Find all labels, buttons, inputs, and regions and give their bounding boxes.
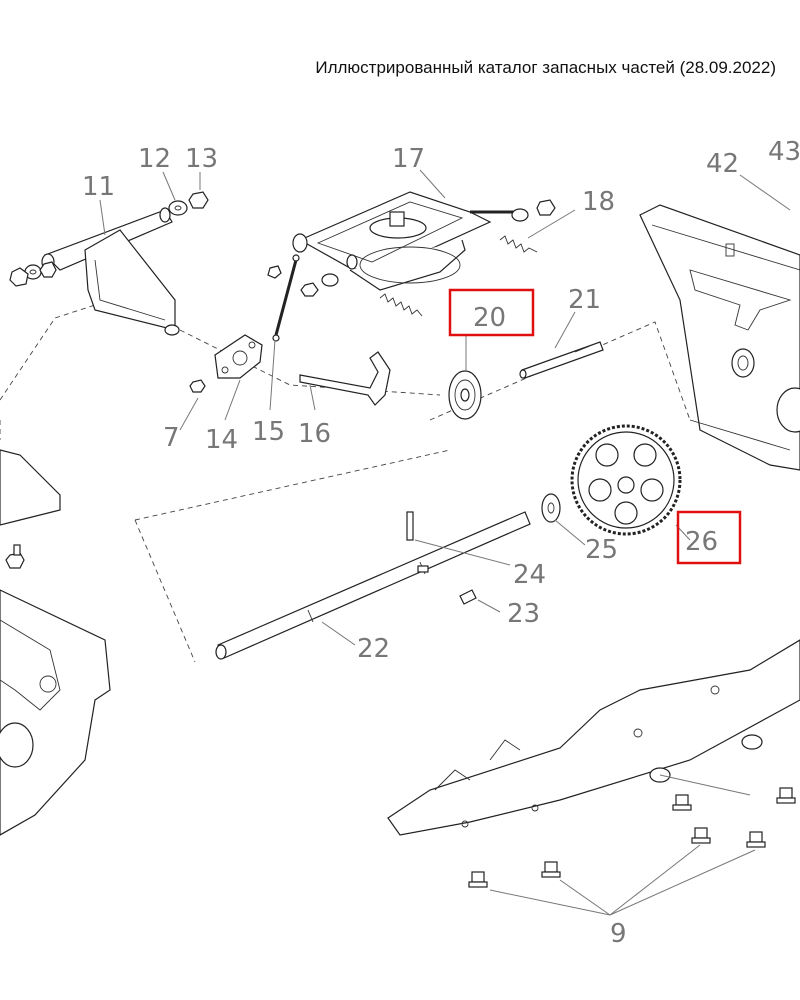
callout-20: 20 [473,303,506,333]
shaft-21-part [519,341,604,379]
callout-15: 15 [252,417,285,447]
callout-labels: 7 9 11 12 13 14 15 16 17 18 20 21 22 23 … [82,137,800,949]
bolts-9-part [468,787,796,888]
callout-7: 7 [163,423,180,453]
callout-9: 9 [610,919,627,949]
callout-14: 14 [205,425,238,455]
callout-24: 24 [513,560,546,590]
callout-21: 21 [568,285,601,315]
nut-7-part [189,379,206,393]
callout-43: 43 [768,137,800,167]
key-23-part [417,565,477,605]
pivot-plate-part [214,334,263,379]
gear-26-part [570,424,682,536]
side-housing-plate-part [639,204,800,471]
callout-12: 12 [138,144,171,174]
leader-lines [99,169,791,916]
callout-22: 22 [357,634,390,664]
callout-17: 17 [392,144,425,174]
page-title: Иллюстрированный каталог запасных частей… [315,58,776,77]
callout-23: 23 [507,599,540,629]
skid-plate-part [387,639,800,836]
callout-18: 18 [582,187,615,217]
callout-26: 26 [685,527,718,557]
callout-42: 42 [706,149,739,179]
left-lower-housing-part [0,449,111,836]
highlight-box-20 [448,288,535,337]
arm-bracket-part [41,207,180,336]
pulley-20-part [448,370,482,420]
lever-16-part [299,351,391,406]
springs-18-part [300,199,556,317]
callout-11: 11 [82,172,115,202]
pin-24-part [406,511,414,541]
callout-16: 16 [298,419,331,449]
rod-15-part [267,254,300,342]
upper-frame-part [292,191,515,291]
main-shaft-22-part [215,511,531,660]
callout-25: 25 [585,535,618,565]
assembly-dashed-lines [0,304,800,663]
callout-13: 13 [185,144,218,174]
nut-13-part [9,191,209,287]
highlight-box-26 [676,510,742,565]
washer-25-part [541,493,561,523]
